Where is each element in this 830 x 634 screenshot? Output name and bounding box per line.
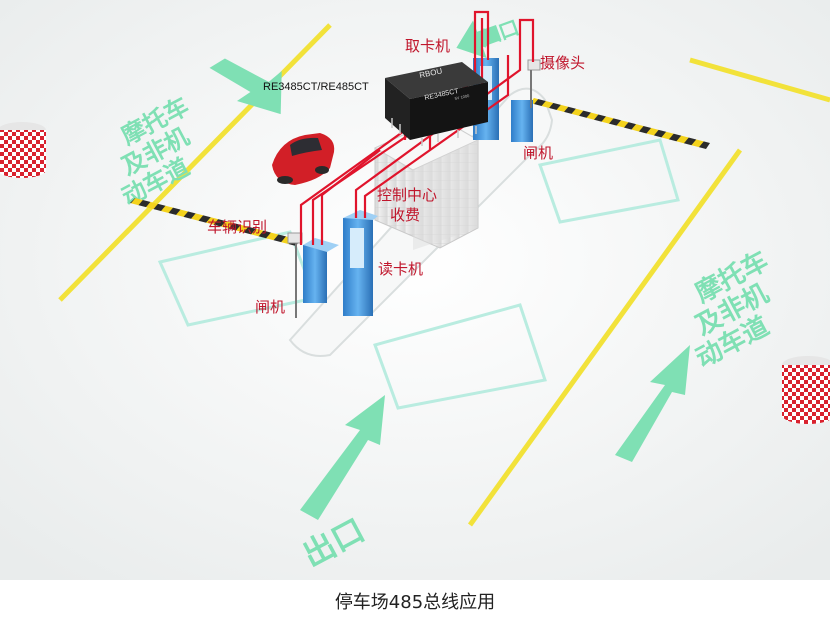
- control-center-label-line1: 控制中心: [377, 186, 437, 204]
- control-center-label-line2: 收费: [390, 206, 420, 224]
- module-small-print: 5V 1000: [454, 93, 470, 101]
- diagram-caption: 停车场485总线应用: [334, 592, 496, 613]
- traffic-drum-left: [0, 122, 46, 178]
- card-taker-label: 取卡机: [405, 37, 450, 55]
- red-car: [272, 133, 335, 185]
- barrier-arm-left: [130, 198, 300, 246]
- wiring: [299, 10, 535, 245]
- gate-right-label: 闸机: [523, 144, 553, 162]
- barrier-arm-right: [530, 98, 710, 149]
- gate-left-label: 闸机: [255, 298, 285, 316]
- vehicle-id-label: 车辆识别: [207, 218, 267, 236]
- camera-label: 摄像头: [540, 54, 585, 72]
- module-model-label: RE3485CT/RE485CT: [263, 81, 369, 93]
- lane-arrows: [209, 20, 690, 520]
- rs485-module: RBOU RE3485CT 5V 1000: [385, 62, 488, 146]
- road-lines: [58, 23, 830, 527]
- gate-post-right: [511, 100, 533, 142]
- traffic-drum-right: [782, 356, 830, 424]
- card-reader-pillar: [343, 210, 378, 316]
- card-reader-label: 读卡机: [378, 260, 423, 278]
